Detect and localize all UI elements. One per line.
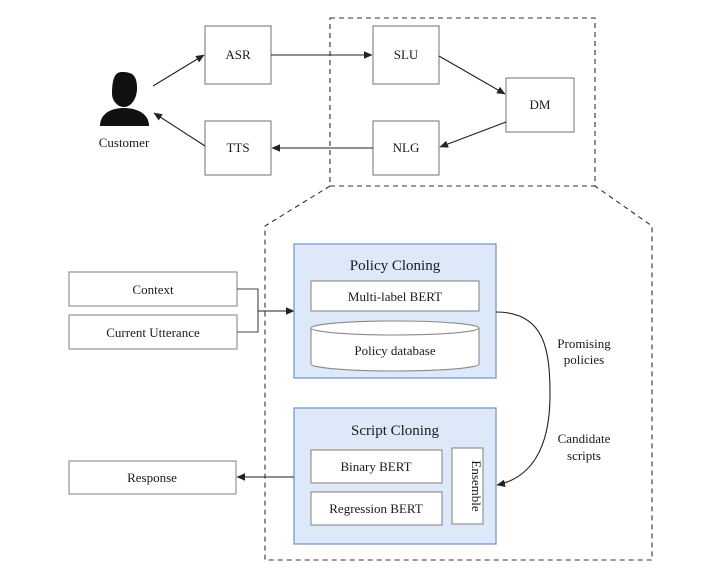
dm-box xyxy=(505,77,575,133)
slu-label: SLU xyxy=(394,47,419,62)
zoom-trapezoid-lines xyxy=(264,185,653,561)
multi-label-bert-box xyxy=(310,280,480,312)
regression-bert-label: Regression BERT xyxy=(329,501,423,516)
response-label: Response xyxy=(127,470,177,485)
tts-box xyxy=(204,120,272,176)
ensemble-box xyxy=(451,447,484,525)
response-box xyxy=(68,460,237,495)
customer-label: Customer xyxy=(99,135,150,150)
policy-database-label: Policy database xyxy=(354,343,435,358)
candidate-scripts-label-line1: Candidate xyxy=(558,431,611,446)
candidate-scripts-label-line2: scripts xyxy=(567,448,601,463)
promising-policies-label-line2: policies xyxy=(564,352,604,367)
arrow-policy-to-script xyxy=(495,311,551,487)
multi-label-bert-label: Multi-label BERT xyxy=(348,289,442,304)
dm-label: DM xyxy=(530,97,551,112)
script-cloning-title: Script Cloning xyxy=(351,423,439,439)
tts-label: TTS xyxy=(226,140,249,155)
current-utterance-label: Current Utterance xyxy=(106,325,200,340)
asr-label: ASR xyxy=(225,47,251,62)
context-box xyxy=(68,271,238,307)
regression-bert-box xyxy=(310,491,443,526)
nlg-label: NLG xyxy=(393,140,420,155)
context-label: Context xyxy=(132,282,174,297)
binary-bert-box xyxy=(310,449,443,484)
policy-database-cylinder xyxy=(310,320,480,372)
binary-bert-label: Binary BERT xyxy=(340,459,411,474)
customer-icon xyxy=(100,72,149,126)
arrow-customer-to-asr xyxy=(152,54,205,87)
arrow-dm-to-nlg xyxy=(439,121,507,148)
promising-policies-label-line1: Promising xyxy=(557,336,611,351)
slu-box xyxy=(372,25,440,85)
nlg-box xyxy=(372,120,440,176)
arrow-tts-to-customer xyxy=(153,112,206,147)
arrow-slu-to-dm xyxy=(438,55,506,95)
policy-cloning-title: Policy Cloning xyxy=(350,258,441,274)
asr-box xyxy=(204,25,272,85)
current-utterance-box xyxy=(68,314,238,350)
input-bracket xyxy=(237,288,259,333)
ensemble-label: Ensemble xyxy=(469,460,484,511)
